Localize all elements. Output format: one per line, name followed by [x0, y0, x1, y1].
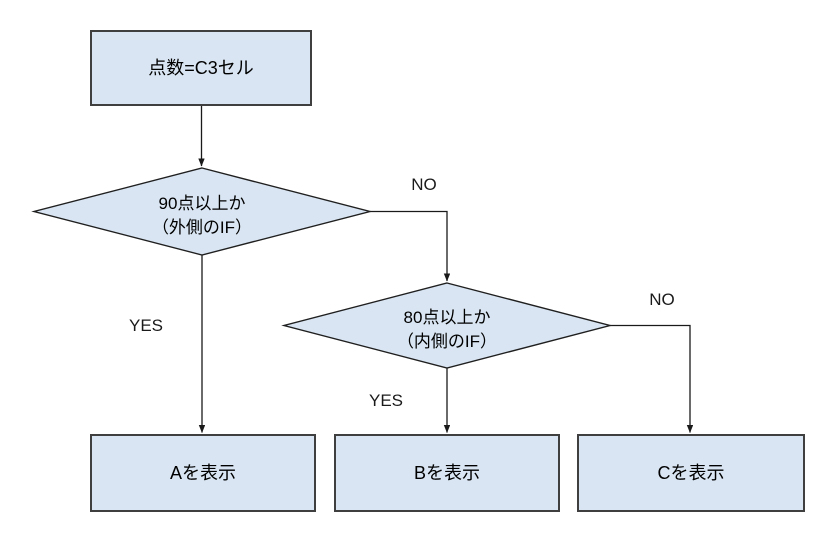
- outer-decision-label-line1: 90点以上か: [159, 194, 246, 213]
- inner-yes-branch-label: YES: [369, 391, 403, 410]
- result-b-node: [334, 434, 560, 512]
- outer-yes-branch-label: YES: [129, 316, 163, 335]
- inner-decision-label-line2: （内側のIF）: [397, 332, 497, 351]
- inner-no-branch-label: NO: [649, 290, 675, 309]
- inner-decision-node: [281, 282, 613, 369]
- result-a-label: Aを表示: [170, 463, 236, 483]
- outer-no-branch-label: NO: [411, 175, 437, 194]
- result-a-node: [90, 434, 316, 512]
- outer-decision-node: [31, 167, 373, 256]
- edge-outer-no-to-inner-decision: [370, 210, 451, 282]
- start-node: [90, 30, 312, 106]
- inner-decision-label-line1: 80点以上か: [404, 308, 491, 327]
- result-c-label: Cを表示: [658, 463, 725, 483]
- edge-inner-no-to-result-c: [610, 324, 694, 433]
- result-b-label: Bを表示: [414, 463, 480, 483]
- start-node-label: 点数=C3セル: [148, 58, 254, 78]
- result-c-node: [577, 434, 805, 512]
- outer-decision-label-line2: （外側のIF）: [152, 218, 252, 237]
